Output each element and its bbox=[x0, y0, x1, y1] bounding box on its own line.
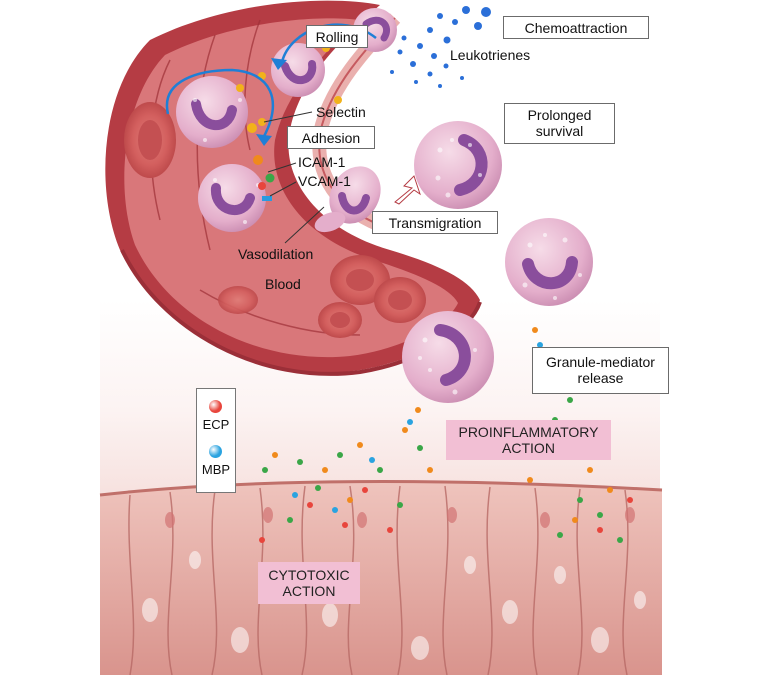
transmigration-label-box: Transmigration bbox=[372, 211, 498, 234]
cell-right bbox=[505, 218, 593, 306]
icam1-label: ICAM-1 bbox=[298, 154, 346, 170]
cell-rolling bbox=[271, 43, 325, 97]
cytotoxic-line2: ACTION bbox=[282, 583, 336, 599]
cell-prolonged-survival bbox=[414, 121, 502, 209]
leukotrienes-label: Leukotrienes bbox=[450, 47, 531, 63]
chemoattractant-particles bbox=[390, 6, 491, 88]
granule-release-line2: release bbox=[577, 370, 624, 386]
prolonged-survival-line2: survival bbox=[535, 123, 584, 139]
red-blood-cells bbox=[124, 102, 426, 338]
proinflammatory-action-box: PROINFLAMMATORY ACTION bbox=[446, 420, 611, 460]
cell-adhesion-lower bbox=[198, 164, 266, 232]
blood-label: Blood bbox=[265, 276, 301, 292]
adhesion-molecules bbox=[236, 44, 342, 201]
transmigration-label: Transmigration bbox=[388, 215, 482, 231]
adhesion-label-box: Adhesion bbox=[287, 126, 375, 149]
chemoattraction-label-box: Chemoattraction bbox=[503, 16, 649, 39]
rolling-label: Rolling bbox=[315, 29, 359, 45]
granule-release-line1: Granule-mediator bbox=[546, 354, 655, 370]
cell-degranulating bbox=[402, 311, 494, 403]
mbp-legend-label: MBP bbox=[201, 462, 231, 477]
selectin-label: Selectin bbox=[316, 104, 366, 120]
callout-lines bbox=[263, 111, 325, 244]
cytotoxic-line1: CYTOTOXIC bbox=[268, 567, 350, 583]
ecp-legend-dot bbox=[209, 400, 222, 413]
vcam1-label: VCAM-1 bbox=[298, 173, 351, 189]
cell-adhesion-upper bbox=[176, 76, 248, 148]
cell-transmigrating bbox=[314, 166, 381, 233]
cytotoxic-action-box: CYTOTOXIC ACTION bbox=[258, 562, 360, 604]
chemoattraction-label: Chemoattraction bbox=[524, 20, 628, 36]
rolling-label-box: Rolling bbox=[306, 25, 368, 48]
prolonged-survival-line1: Prolonged bbox=[527, 107, 592, 123]
rolling-arrowheads bbox=[256, 58, 287, 146]
legend: ECP MBP bbox=[196, 388, 236, 493]
ecp-legend-label: ECP bbox=[202, 417, 230, 432]
mbp-legend-dot bbox=[209, 445, 222, 458]
adhesion-label: Adhesion bbox=[301, 130, 361, 146]
granule-release-box: Granule-mediator release bbox=[532, 347, 669, 394]
epithelium-tissue bbox=[99, 480, 663, 675]
prolonged-survival-box: Prolonged survival bbox=[504, 103, 615, 144]
vasodilation-label: Vasodilation bbox=[238, 246, 314, 262]
proinflammatory-line2: ACTION bbox=[502, 440, 555, 456]
transmigration-arrow bbox=[394, 175, 421, 205]
proinflammatory-line1: PROINFLAMMATORY bbox=[458, 424, 599, 440]
